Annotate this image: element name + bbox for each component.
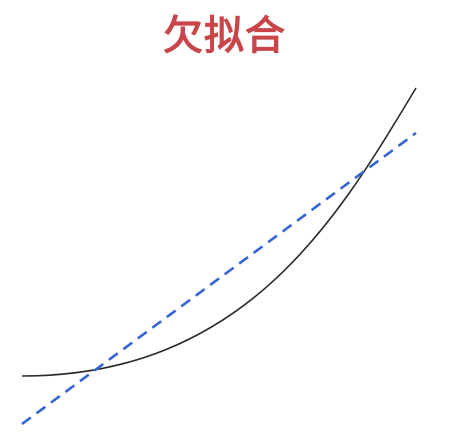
- true-curve: [21, 87, 417, 377]
- linear-fit-line: [21, 131, 417, 426]
- figure-title: 欠拟合: [163, 13, 286, 59]
